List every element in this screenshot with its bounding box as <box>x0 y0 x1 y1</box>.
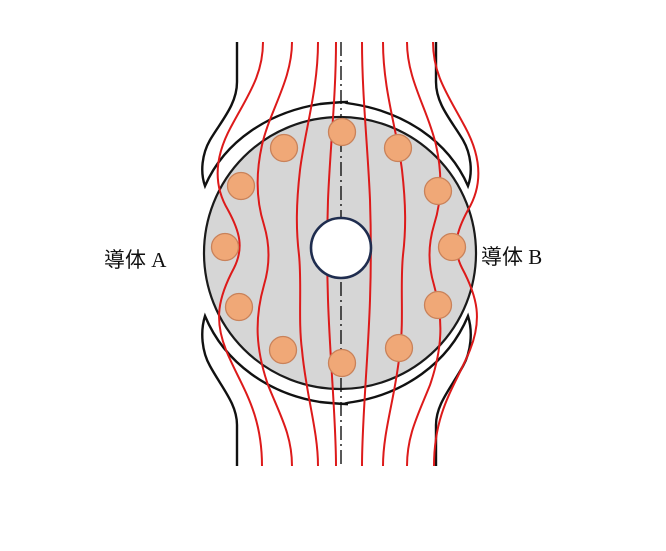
particle-5 <box>423 176 453 206</box>
central-hole <box>309 216 373 280</box>
field-line-3 <box>295 41 319 467</box>
particle-8 <box>224 292 254 322</box>
particle-10 <box>268 335 298 365</box>
particle-12 <box>327 348 357 378</box>
left-lower-outline <box>201 312 349 466</box>
particles <box>210 117 467 378</box>
particle-7 <box>437 232 467 262</box>
conductor-outlines <box>201 42 472 466</box>
left-upper-outline <box>201 42 349 190</box>
particle-6 <box>210 232 240 262</box>
label-conductor-b: 導体 B <box>481 245 543 269</box>
field-line-2 <box>256 41 293 467</box>
particle-4 <box>226 171 256 201</box>
particle-9 <box>423 290 453 320</box>
particle-3 <box>383 133 413 163</box>
field-line-7 <box>406 41 442 467</box>
right-upper-outline <box>343 42 472 190</box>
particle-2 <box>269 133 299 163</box>
field-line-1 <box>216 41 264 467</box>
field-lines <box>216 41 480 467</box>
particle-11 <box>384 333 414 363</box>
label-conductor-a: 導体 A <box>104 248 167 272</box>
particle-1 <box>327 117 357 147</box>
right-lower-outline <box>343 312 472 466</box>
field-line-6 <box>382 41 407 467</box>
